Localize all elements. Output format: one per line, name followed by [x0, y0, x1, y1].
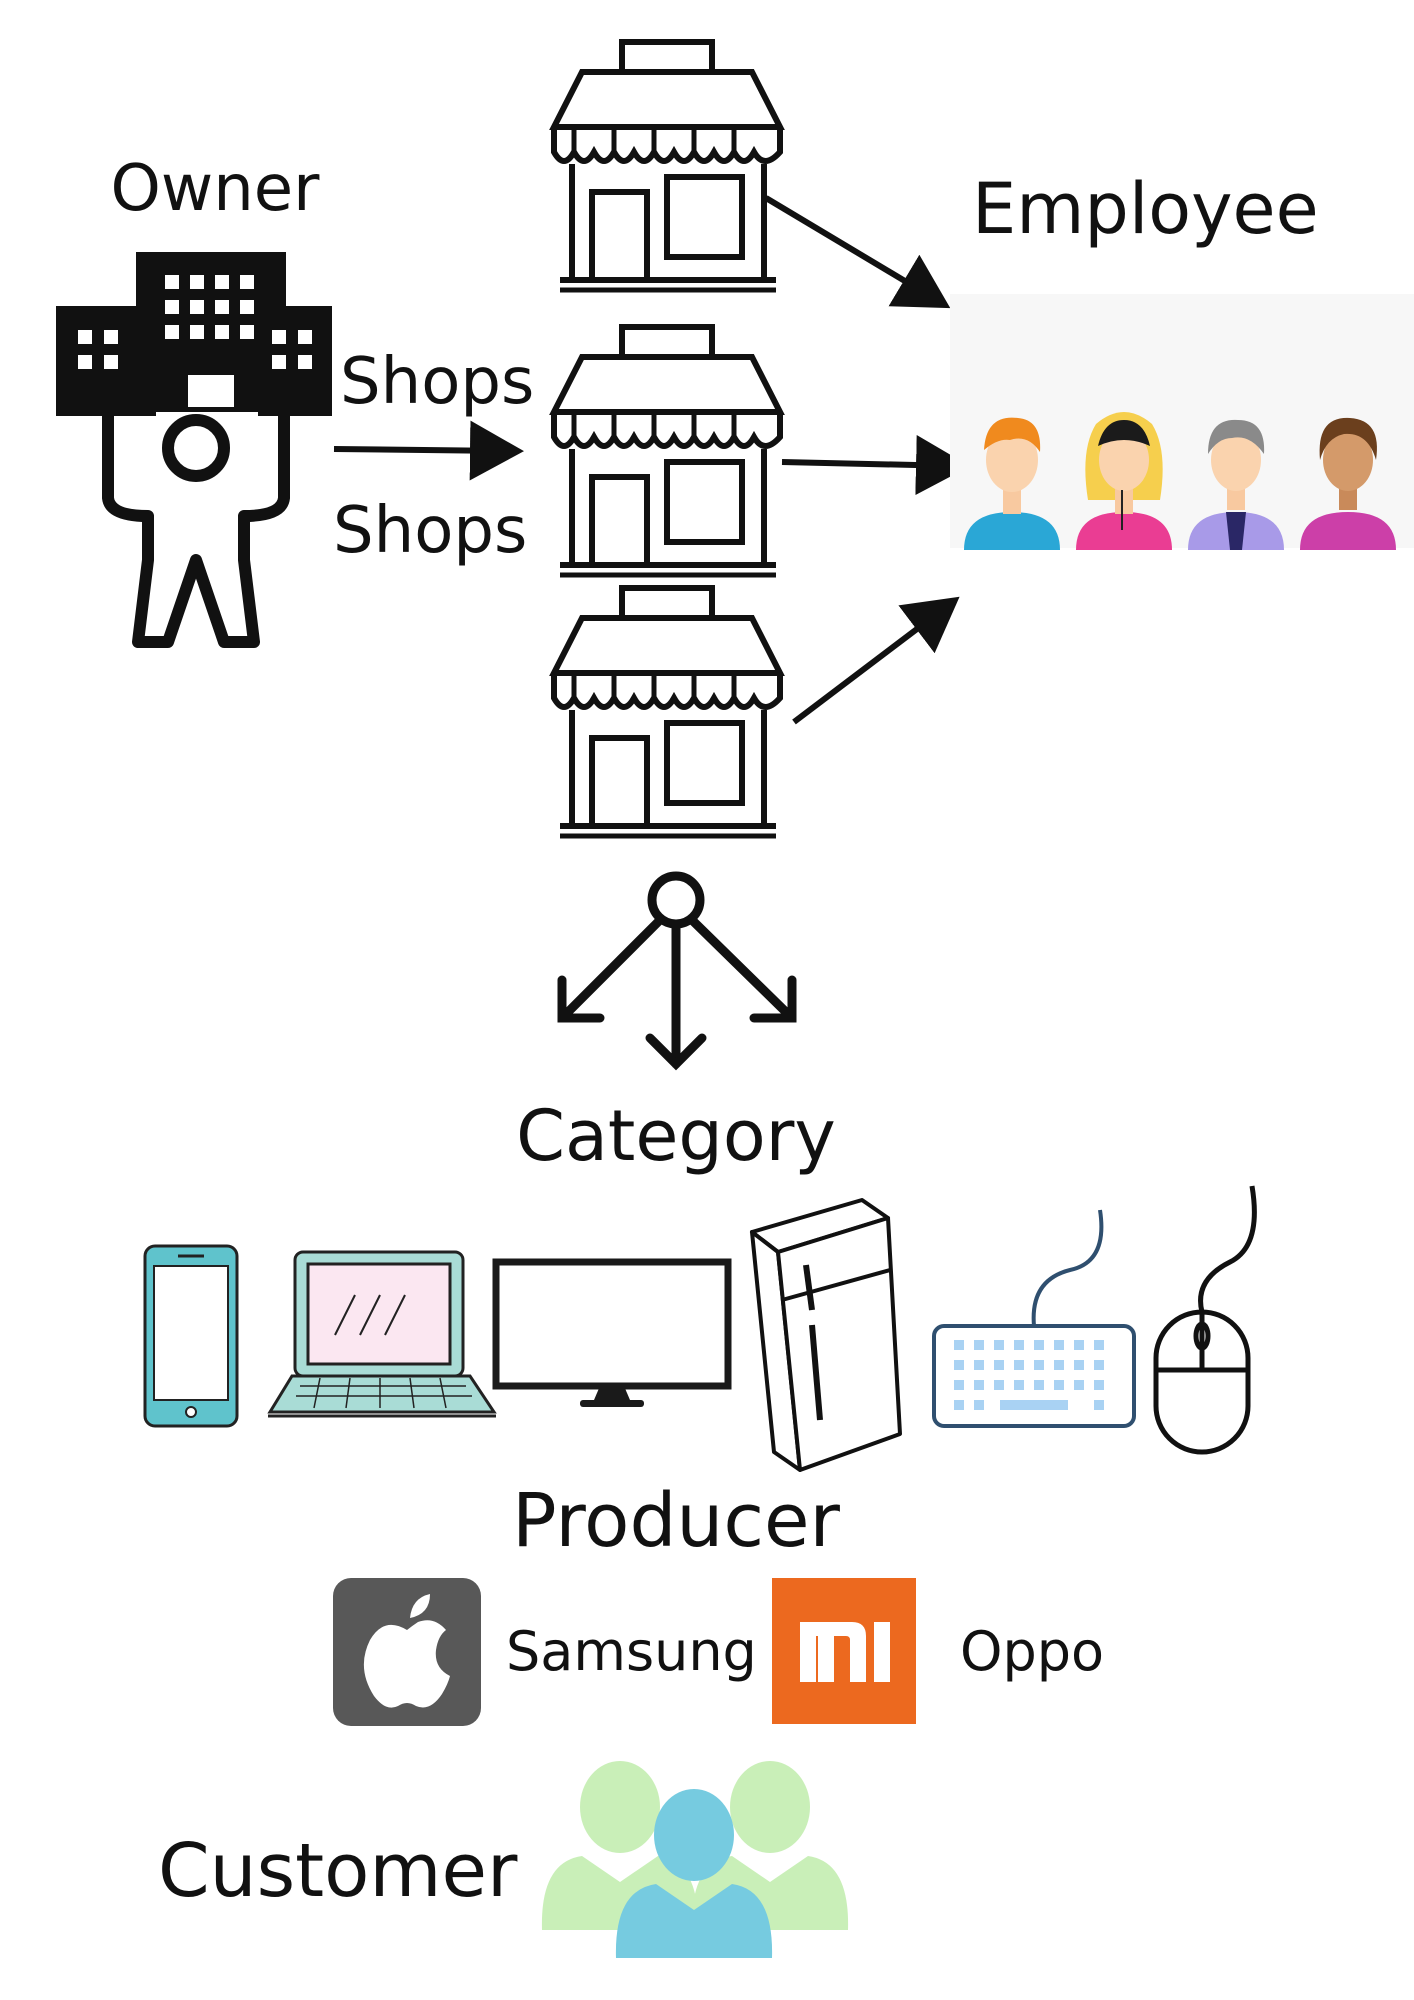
customers-icon — [541, 1761, 849, 1958]
owner-label: Owner — [111, 152, 321, 226]
category-label: Category — [516, 1095, 836, 1177]
producer-label: Producer — [512, 1478, 840, 1564]
hierarchy-arrows-icon — [557, 871, 797, 1071]
customer-label: Customer — [158, 1828, 518, 1914]
shops-label-top: Shops — [340, 345, 534, 419]
keyboard-icon — [932, 1209, 1136, 1428]
owner-to-shops-arrow — [333, 420, 524, 481]
samsung-label: Samsung — [506, 1620, 757, 1683]
shop-icon — [554, 588, 780, 836]
shops-label-bottom: Shops — [333, 494, 527, 568]
office-buildings-owner-icon — [56, 252, 332, 648]
employees-icon — [950, 294, 1414, 550]
oppo-label: Oppo — [960, 1620, 1104, 1683]
laptop-icon — [267, 1250, 497, 1418]
mouse-icon — [1153, 1185, 1257, 1455]
shop-to-employee-arrow — [781, 435, 970, 496]
employee-label: Employee — [972, 168, 1319, 250]
monitor-icon — [492, 1258, 732, 1407]
smartphone-icon — [143, 1244, 239, 1428]
shop-to-employee-arrow — [792, 596, 960, 725]
shop-to-employee-arrow — [764, 195, 951, 309]
fridge-icon — [750, 1198, 902, 1472]
shop-icon — [554, 327, 780, 575]
xiaomi-logo-icon — [772, 1578, 916, 1724]
shop-icon — [554, 42, 780, 290]
apple-logo-icon — [333, 1578, 481, 1726]
